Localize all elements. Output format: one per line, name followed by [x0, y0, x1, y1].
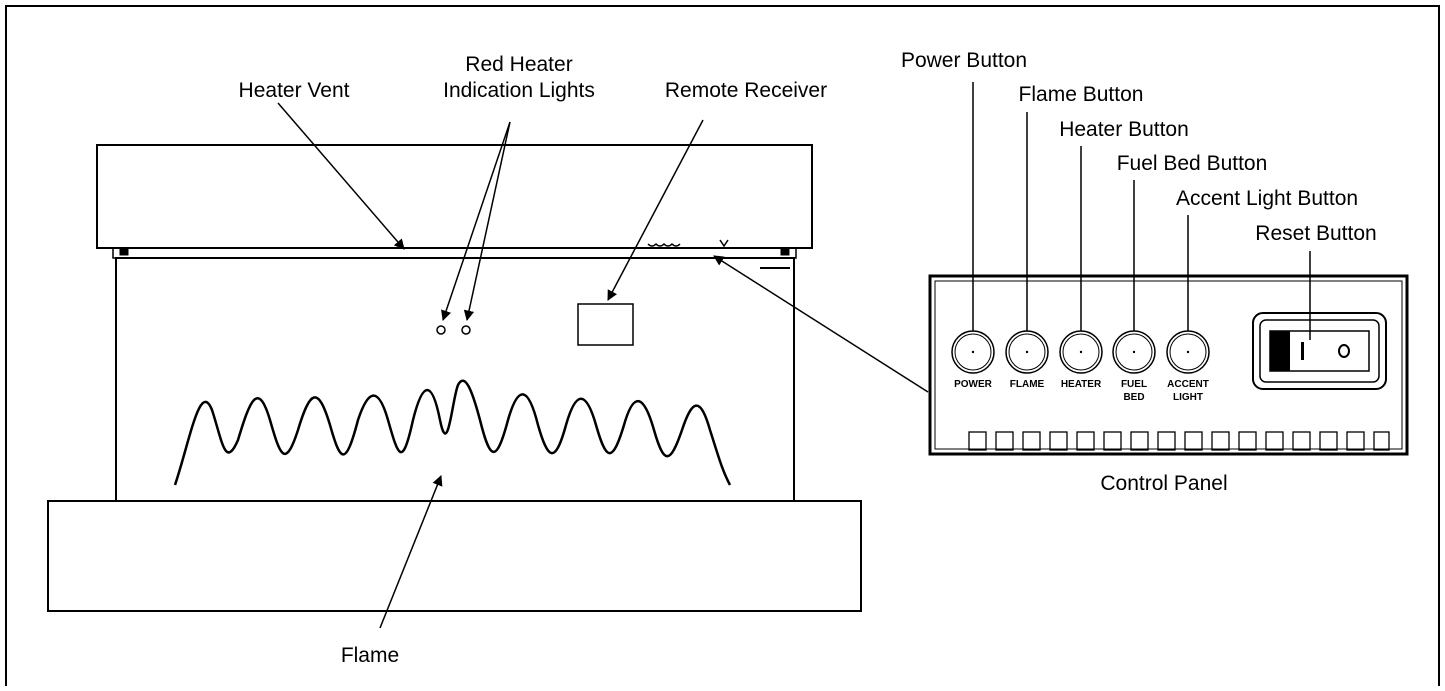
- accent-panel-label: ACCENT: [1167, 379, 1209, 390]
- heater-panel-label: HEATER: [1061, 379, 1102, 390]
- firebox: [115, 257, 795, 502]
- flame-wave: [173, 379, 732, 486]
- heater-button[interactable]: [1059, 330, 1103, 374]
- leader-lines: [277, 82, 1311, 629]
- control-panel: POWER FLAME HEATER FUEL BED ACCENT LIGHT: [928, 274, 1409, 456]
- bed-panel-label: BED: [1123, 392, 1144, 403]
- red-heater-label-line1: Red Heater: [465, 53, 572, 76]
- accent-light-button-label: Accent Light Button: [1176, 187, 1358, 210]
- light-panel-label: LIGHT: [1173, 392, 1203, 403]
- reset-button-label: Reset Button: [1255, 222, 1376, 245]
- flame-button-label: Flame Button: [1019, 83, 1144, 106]
- fuel-bed-button-label: Fuel Bed Button: [1117, 152, 1268, 175]
- power-button-label: Power Button: [901, 49, 1027, 72]
- accent-light-button[interactable]: [1166, 330, 1210, 374]
- reset-switch[interactable]: [1252, 312, 1387, 390]
- panel-vent-teeth: [968, 431, 1390, 451]
- top-hood: [96, 144, 813, 249]
- flame-label: Flame: [341, 644, 399, 667]
- flame-button[interactable]: [1005, 330, 1049, 374]
- flame-panel-label: FLAME: [1010, 379, 1045, 390]
- power-panel-label: POWER: [954, 379, 993, 390]
- red-heater-light-right: [461, 325, 471, 335]
- fireplace-unit: [47, 144, 862, 612]
- heater-button-label: Heater Button: [1059, 118, 1189, 141]
- red-heater-light-left: [436, 325, 446, 335]
- remote-receiver-box: [577, 303, 634, 346]
- fuel-bed-button[interactable]: [1112, 330, 1156, 374]
- remote-receiver-label: Remote Receiver: [665, 79, 827, 102]
- control-panel-label: Control Panel: [1100, 472, 1227, 495]
- power-button[interactable]: [951, 330, 995, 374]
- outer-frame: [5, 5, 1440, 691]
- fuel-panel-label: FUEL: [1121, 379, 1147, 390]
- base-hearth: [47, 500, 862, 612]
- vent-strip: [112, 247, 797, 259]
- heater-vent-label: Heater Vent: [239, 79, 350, 102]
- red-heater-label-line2: Indication Lights: [443, 79, 595, 102]
